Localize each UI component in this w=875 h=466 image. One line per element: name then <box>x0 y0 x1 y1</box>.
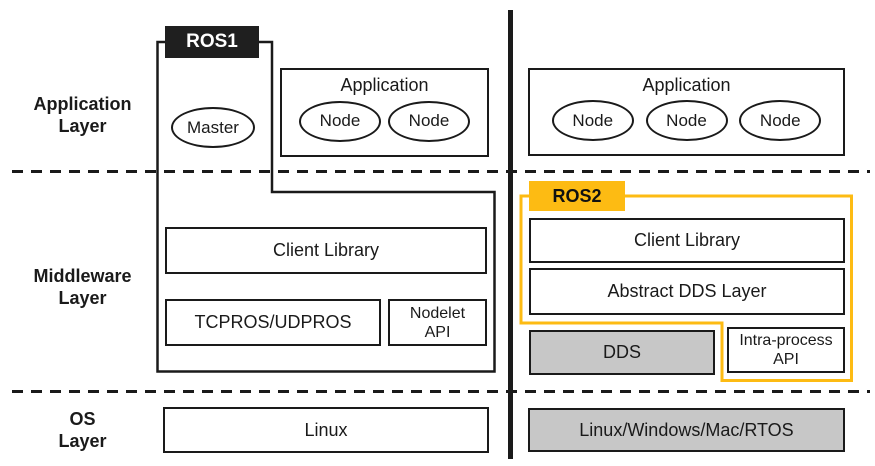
ros2-node-row: Node Node Node <box>530 96 843 154</box>
ros1-nodelet-api-box: Nodelet API <box>388 299 487 346</box>
ros1-node-ellipse: Node <box>388 100 470 142</box>
ros2-application-title: Application <box>642 75 731 95</box>
ros1-node-ellipse: Node <box>299 100 381 142</box>
ros1-container-outline <box>156 40 496 373</box>
ros2-dds-box: DDS <box>529 330 715 375</box>
ros2-application-box: Application Node Node Node <box>528 68 845 156</box>
ros1-transport-box: TCPROS/UDPROS <box>165 299 381 346</box>
middleware-layer-label: Middleware Layer <box>33 266 132 308</box>
os-layer-label: OS Layer <box>58 409 107 451</box>
ros1-node-row: Node Node <box>282 96 487 155</box>
application-layer-label: Application Layer <box>33 94 132 136</box>
ros1-os-box: Linux <box>163 407 489 453</box>
ros2-node-ellipse: Node <box>739 100 822 141</box>
ros1-tag: ROS1 <box>165 26 259 58</box>
ros2-abstract-dds-box: Abstract DDS Layer <box>529 268 845 315</box>
ros1-master-ellipse: Master <box>171 107 255 148</box>
ros1-client-library-box: Client Library <box>165 227 487 274</box>
ros2-intra-process-api-box: Intra-process API <box>727 327 845 373</box>
ros2-os-box: Linux/Windows/Mac/RTOS <box>528 408 845 452</box>
ros2-node-ellipse: Node <box>645 100 728 141</box>
ros2-node-ellipse: Node <box>551 100 634 141</box>
ros2-tag: ROS2 <box>529 181 625 211</box>
ros1-application-title: Application <box>340 75 429 95</box>
ros2-client-library-box: Client Library <box>529 218 845 263</box>
ros1-application-box: Application Node Node <box>280 68 489 157</box>
ros2-container-outline <box>519 194 853 382</box>
